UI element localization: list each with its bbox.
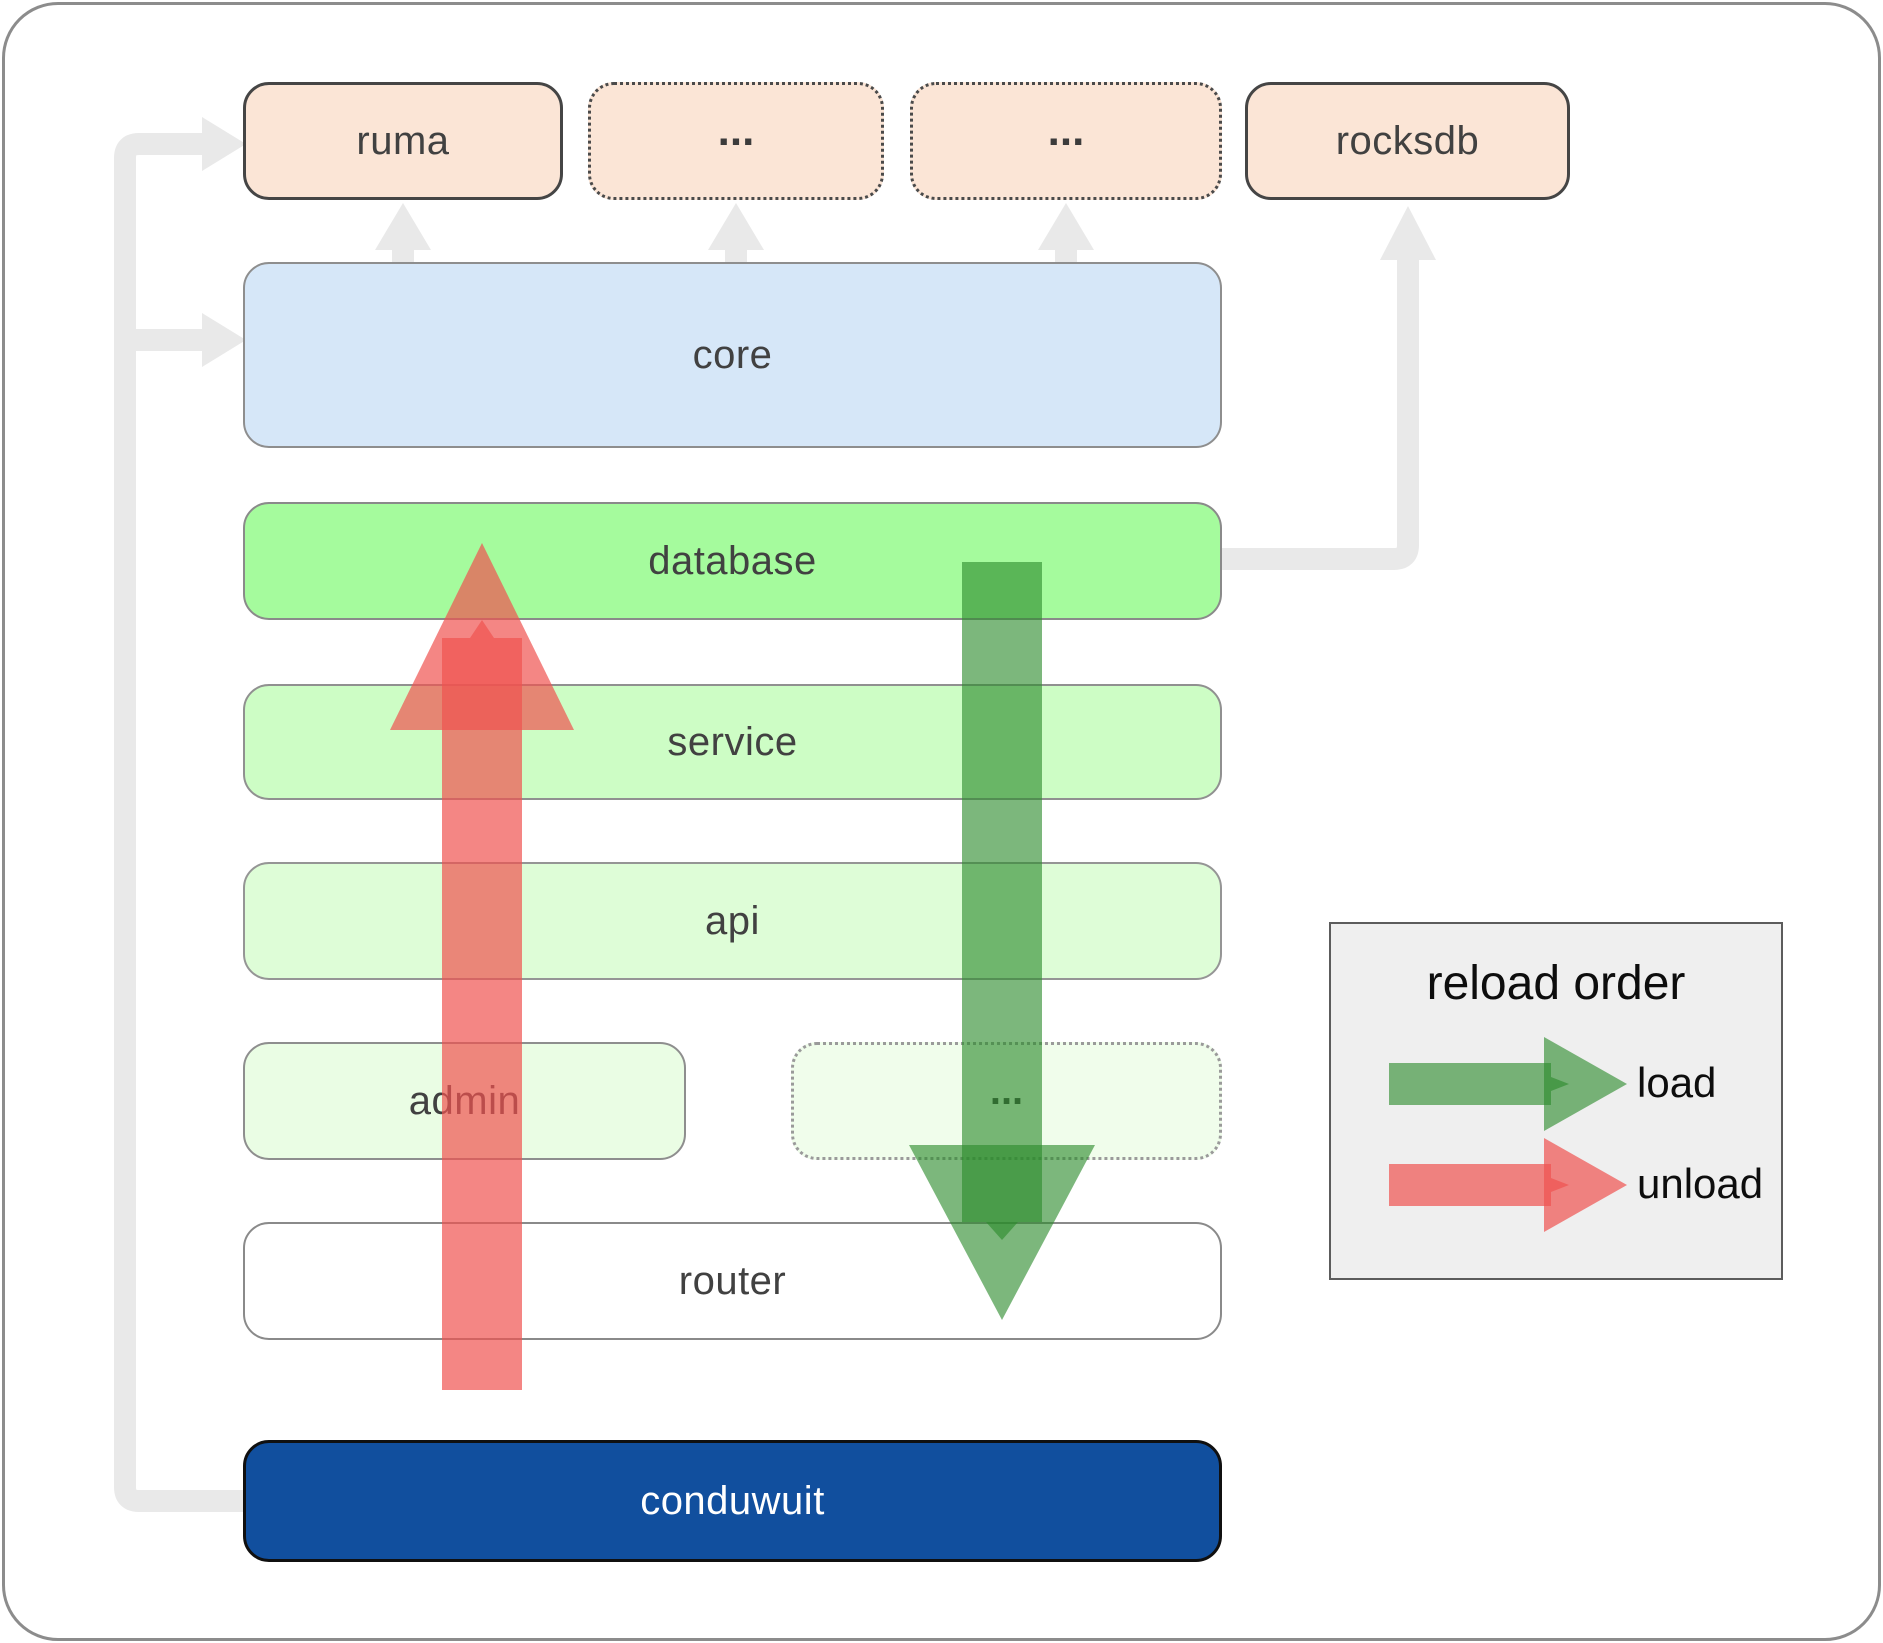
box-service: service bbox=[243, 684, 1222, 800]
legend-title: reload order bbox=[1426, 957, 1686, 1010]
legend-unload-arrow-icon bbox=[1389, 1138, 1627, 1232]
box-rocksdb: rocksdb bbox=[1245, 82, 1570, 200]
legend-unload-label: unload bbox=[1637, 1160, 1764, 1207]
box-core: core bbox=[243, 262, 1222, 448]
box-ellipsis-top-2-label: ... bbox=[1047, 106, 1085, 155]
box-ellipsis-admin-row: ... bbox=[791, 1042, 1222, 1160]
box-conduwuit: conduwuit bbox=[243, 1440, 1222, 1562]
box-ruma-label: ruma bbox=[356, 118, 450, 163]
box-core-label: core bbox=[692, 332, 773, 377]
box-api: api bbox=[243, 862, 1222, 980]
box-api-label: api bbox=[705, 898, 760, 943]
box-ellipsis-admin-row-label: ... bbox=[989, 1068, 1024, 1113]
legend: reload order load unload bbox=[1329, 922, 1783, 1280]
box-database: database bbox=[243, 502, 1222, 620]
box-conduwuit-label: conduwuit bbox=[640, 1478, 825, 1523]
box-router: router bbox=[243, 1222, 1222, 1340]
box-ruma: ruma bbox=[243, 82, 563, 200]
box-ellipsis-top-2: ... bbox=[910, 82, 1222, 200]
box-ellipsis-top-1-label: ... bbox=[717, 106, 755, 155]
box-admin-label: admin bbox=[408, 1078, 521, 1123]
box-database-label: database bbox=[648, 538, 817, 583]
box-admin: admin bbox=[243, 1042, 686, 1160]
legend-load-label: load bbox=[1637, 1059, 1717, 1106]
box-rocksdb-label: rocksdb bbox=[1335, 118, 1480, 163]
box-router-label: router bbox=[678, 1258, 787, 1303]
box-ellipsis-top-1: ... bbox=[588, 82, 884, 200]
legend-load-arrow-icon bbox=[1389, 1037, 1627, 1131]
box-service-label: service bbox=[667, 719, 798, 764]
